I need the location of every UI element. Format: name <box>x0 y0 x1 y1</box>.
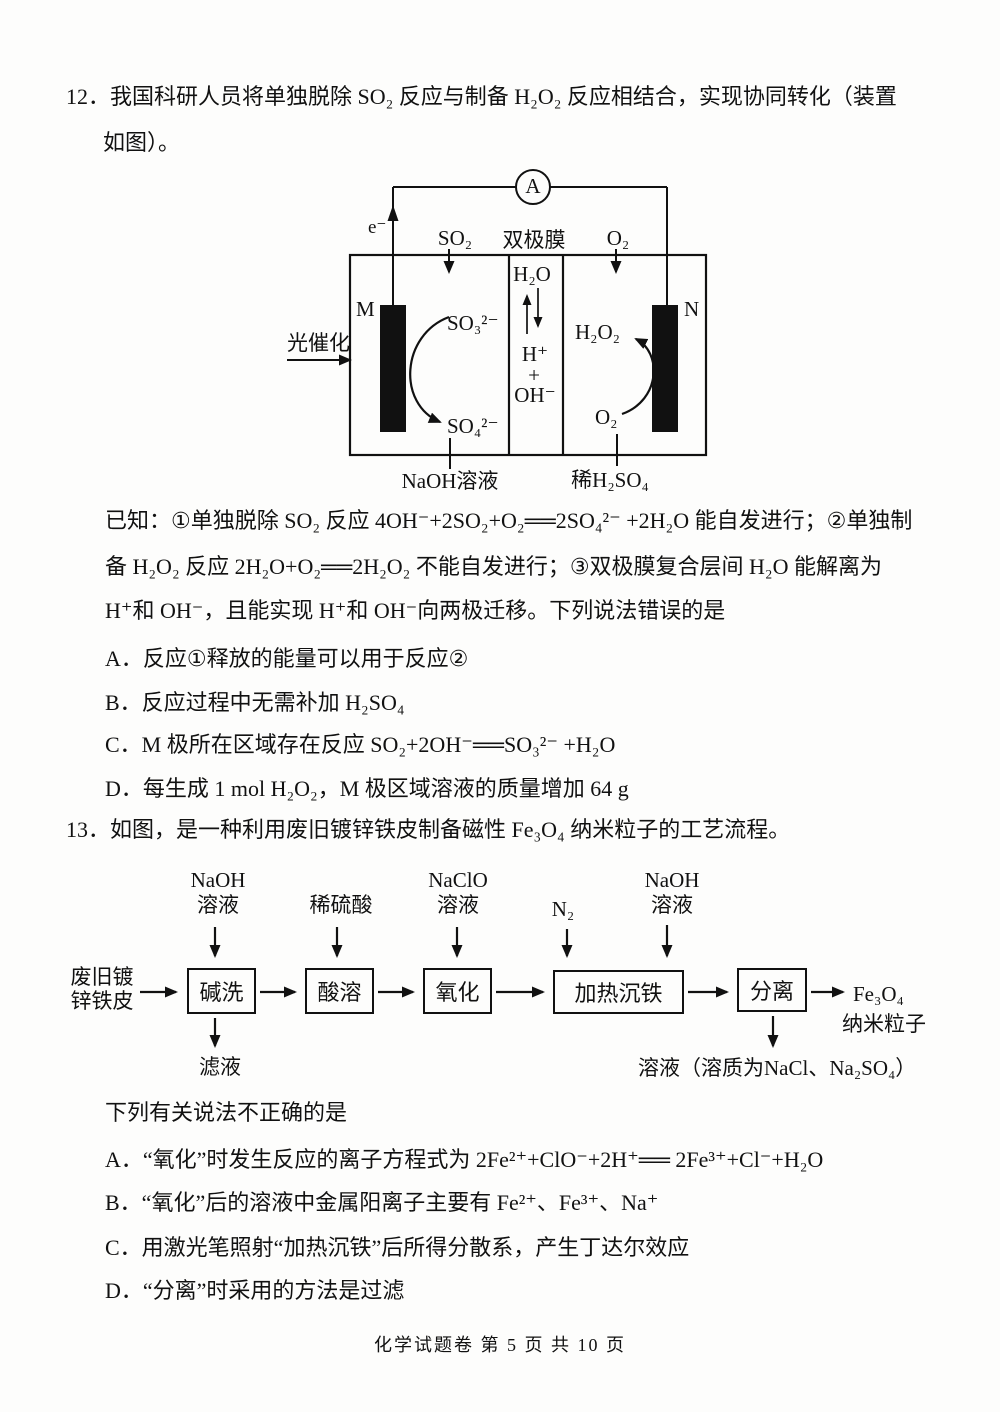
solution-out-label: 溶液（溶质为NaCl、Na₂SO₄） <box>638 1056 917 1080</box>
oh-minus-label: OH⁻ <box>514 383 556 407</box>
plus-sign-label: + <box>528 363 540 387</box>
electrode-n-label: N <box>684 297 700 321</box>
electron-label: e⁻ <box>368 217 387 238</box>
q12-option-d: D．每生成 1 mol H₂O₂，M 极区域溶液的质量增加 64 g <box>105 776 629 801</box>
o2-right-label: O₂ <box>595 405 618 429</box>
reagent1-name: NaOH <box>190 868 246 892</box>
so4-label: SO₄²⁻ <box>447 414 499 438</box>
product-formula: Fe₃O₄ <box>853 982 904 1006</box>
q12-known-line3: H⁺和 OH⁻，且能实现 H⁺和 OH⁻向两极迁移。下列说法错误的是 <box>105 598 726 623</box>
reagent3-type: 溶液 <box>437 893 479 917</box>
q13-option-b: B．“氧化”后的溶液中金属阳离子主要有 Fe²⁺、Fe³⁺、Na⁺ <box>105 1190 659 1215</box>
electrode-m-label: M <box>356 297 375 321</box>
flow-step-oxidize: 氧化 <box>423 968 492 1014</box>
q12-option-a: A．反应①释放的能量可以用于反应② <box>105 646 469 671</box>
reagent3-name: NaClO <box>428 868 488 892</box>
electrode-m-bar <box>380 305 406 432</box>
electron-arrowhead <box>387 205 399 221</box>
h2o2-label: H₂O₂ <box>575 320 620 344</box>
o2-feed-label: O₂ <box>606 226 630 250</box>
photocatalysis-label: 光催化 <box>287 331 350 355</box>
electrode-n-bar <box>652 305 678 432</box>
flow-step-separate: 分离 <box>737 968 807 1012</box>
q13-intro: 13．如图，是一种利用废旧镀锌铁皮制备磁性 Fe₃O₄ 纳米粒子的工艺流程。 <box>66 817 791 842</box>
flow-input-line2: 锌铁皮 <box>70 989 134 1013</box>
so3-label: SO₃²⁻ <box>447 311 499 335</box>
filtrate-label: 滤液 <box>199 1055 241 1079</box>
flow-step-heat-precipitate: 加热沉铁 <box>553 970 684 1014</box>
ammeter-label: A <box>525 174 541 198</box>
o2-to-h2o2-arrow <box>621 338 655 416</box>
q12-known-line2: 备 H₂O₂ 反应 2H₂O+O₂══2H₂O₂ 不能自发进行；③双极膜复合层间… <box>105 554 882 579</box>
h2o-label: H₂O <box>513 262 551 286</box>
reagent5-name: NaOH <box>644 868 700 892</box>
q13-option-c: C．用激光笔照射“加热沉铁”后所得分散系，产生丁达尔效应 <box>105 1235 690 1260</box>
q12-option-b: B．反应过程中无需补加 H₂SO₄ <box>105 690 405 715</box>
q13-option-d: D．“分离”时采用的方法是过滤 <box>105 1278 405 1303</box>
flow-step-alkali-wash: 碱洗 <box>187 968 256 1014</box>
membrane-label: 双极膜 <box>502 228 566 252</box>
flow-step-acid-dissolve: 酸溶 <box>305 968 374 1014</box>
h-plus-label: H⁺ <box>521 342 549 366</box>
page-footer: 化学试题卷 第 5 页 共 10 页 <box>374 1335 626 1355</box>
reagent2-name: 稀硫酸 <box>309 893 373 917</box>
reagent1-type: 溶液 <box>197 893 239 917</box>
q12-intro-line1: 12．我国科研人员将单独脱除 SO₂ 反应与制备 H₂O₂ 反应相结合，实现协同… <box>66 84 897 109</box>
q13-question: 下列有关说法不正确的是 <box>105 1100 348 1125</box>
q12-known-line1: 已知：①单独脱除 SO₂ 反应 4OH⁻+2SO₂+O₂══2SO₄²⁻ +2H… <box>105 508 913 533</box>
q12-option-c: C．M 极所在区域存在反应 SO₂+2OH⁻══SO₃²⁻ +H₂O <box>105 732 616 757</box>
product-name: 纳米粒子 <box>842 1012 926 1036</box>
q13-option-a: A．“氧化”时发生反应的离子方程式为 2Fe²⁺+ClO⁻+2H⁺══ 2Fe³… <box>105 1147 824 1172</box>
flow-input-line1: 废旧镀 <box>70 965 134 989</box>
so2-feed-label: SO₂ <box>437 226 473 250</box>
reagent5-type: 溶液 <box>651 893 693 917</box>
h2so4-solution-label: 稀H₂SO₄ <box>571 468 649 492</box>
naoh-solution-label: NaOH溶液 <box>401 469 499 493</box>
reagent4-name: N₂ <box>551 897 575 921</box>
q12-intro-line2: 如图）。 <box>103 130 181 155</box>
so3-to-so4-arrow <box>409 315 450 424</box>
